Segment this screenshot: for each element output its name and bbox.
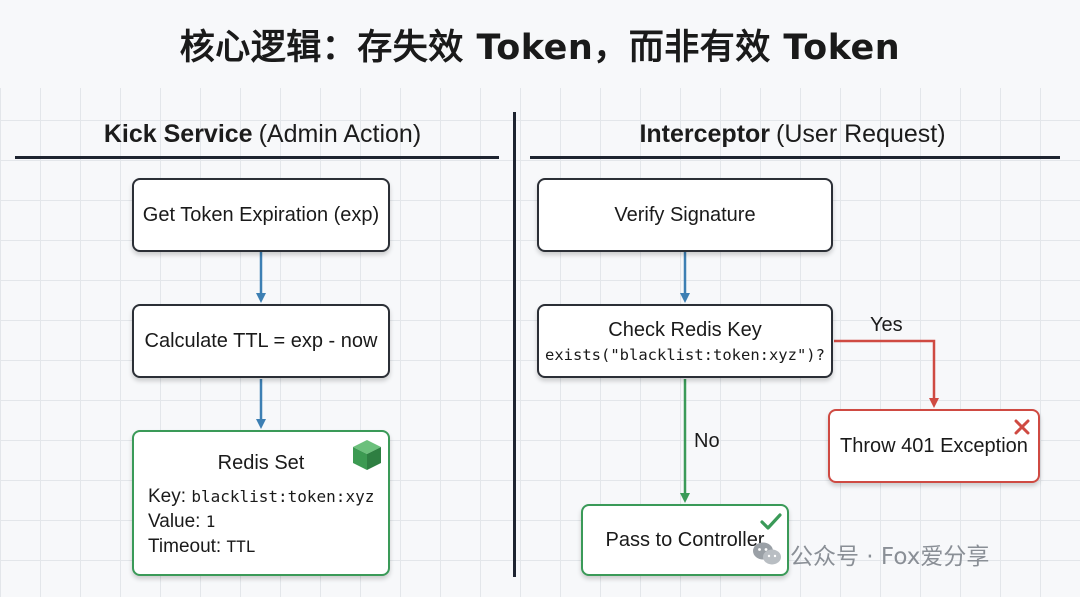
redis-set-timeout-row: Timeout: TTL — [148, 536, 255, 558]
redis-set-value-value: 1 — [205, 512, 216, 531]
pass-to-controller-box: Pass to Controller — [581, 504, 789, 576]
redis-set-title: Redis Set — [217, 452, 305, 474]
wechat-icon — [753, 542, 781, 565]
get-token-expiration-label: Get Token Expiration (exp) — [142, 203, 380, 226]
kick-service-heading: Kick Service (Admin Action) — [20, 114, 505, 154]
interceptor-heading-bold: Interceptor — [639, 119, 771, 148]
pass-to-controller-label: Pass to Controller — [605, 528, 765, 551]
check-redis-key-title: Check Redis Key — [608, 318, 762, 341]
redis-set-timeout-value: TTL — [226, 537, 256, 556]
redis-set-timeout-label: Timeout: — [148, 536, 222, 557]
watermark: 公众号 · Fox爱分享 — [752, 534, 989, 574]
page-title: 核心逻辑：存失效 Token，而非有效 Token — [0, 0, 1080, 88]
check-redis-key-box: Check Redis Key exists("blacklist:token:… — [537, 304, 833, 378]
get-token-expiration-box: Get Token Expiration (exp) — [132, 178, 390, 252]
column-separator — [513, 112, 516, 577]
throw-401-box: Throw 401 Exception — [828, 409, 1040, 483]
calculate-ttl-box: Calculate TTL = exp - now — [132, 304, 390, 378]
check-redis-key-code: exists("blacklist:token:xyz")? — [545, 345, 825, 364]
edge-label-yes: Yes — [870, 314, 903, 336]
arrow-yes-to-throw — [834, 339, 939, 408]
interceptor-heading-sub: (User Request) — [776, 119, 946, 148]
redis-set-box: Redis Set Key: blacklist:token:xyz Value… — [132, 430, 390, 576]
verify-signature-label: Verify Signature — [614, 203, 756, 226]
redis-set-key-value: blacklist:token:xyz — [191, 487, 375, 506]
calculate-ttl-label: Calculate TTL = exp - now — [144, 329, 378, 352]
left-column-divider — [15, 156, 499, 159]
watermark-text: 公众号 · Fox爱分享 — [790, 544, 990, 570]
redis-set-key-row: Key: blacklist:token:xyz — [148, 486, 374, 508]
cube-icon — [353, 440, 381, 470]
x-mark-icon — [1014, 419, 1030, 435]
throw-401-label: Throw 401 Exception — [840, 434, 1028, 457]
redis-set-key-label: Key: — [148, 486, 187, 507]
right-column-divider — [530, 156, 1060, 159]
check-mark-icon — [760, 513, 782, 530]
redis-set-value-row: Value: 1 — [148, 511, 215, 533]
kick-service-heading-bold: Kick Service — [103, 119, 253, 148]
interceptor-heading: Interceptor (User Request) — [525, 114, 1060, 154]
redis-set-value-label: Value: — [148, 511, 201, 532]
verify-signature-box: Verify Signature — [537, 178, 833, 252]
kick-service-heading-sub: (Admin Action) — [258, 119, 422, 148]
edge-label-no: No — [694, 430, 720, 452]
